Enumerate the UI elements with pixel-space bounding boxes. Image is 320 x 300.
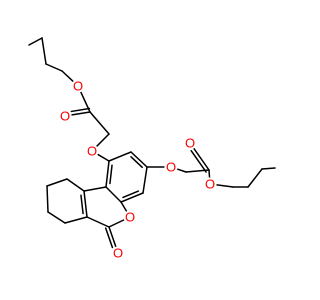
bond-A4-A5-second	[122, 190, 140, 199]
atom-o-ring: O	[123, 210, 137, 225]
bond-A6-A1-second	[109, 164, 113, 185]
atom-label: O	[73, 79, 83, 94]
bond-b7-b8	[261, 167, 276, 170]
bond-C2-Oes2	[208, 169, 211, 178]
atom-label: O	[185, 136, 195, 151]
bond-C3-C2r-second	[80, 194, 84, 215]
bond-C4-O4-second	[104, 227, 114, 249]
atom-o-carbonyl-top: O	[58, 109, 72, 124]
bond-Oet2-CH2b	[176, 168, 187, 173]
bond-Cb-Cc	[46, 185, 49, 213]
bond-b4-Oes1	[61, 70, 74, 82]
atom-label: O	[60, 109, 70, 124]
bond-C1-Oc1	[71, 111, 91, 116]
bond-Or-C4	[108, 219, 125, 228]
bond-A5-Or	[120, 201, 128, 212]
atom-label: O	[205, 177, 215, 192]
atom-o-ester-top: O	[71, 79, 85, 94]
atom-o-carbonyl-right: O	[183, 136, 197, 151]
bond-C2-Oc2-second	[190, 149, 207, 173]
bond-A2-A3	[130, 151, 148, 168]
atom-o-ether-top: O	[85, 144, 99, 159]
bond-Ca-Cb	[46, 178, 68, 187]
bond-C4-C3	[86, 216, 110, 228]
bond-b3-b4	[45, 63, 63, 72]
bond-C3-C2r	[83, 190, 88, 218]
bond-A5-A6	[105, 186, 122, 203]
bond-Cd-C3	[64, 216, 88, 224]
bond-A4-A5	[120, 192, 144, 203]
bond-A2-A3-second	[130, 156, 143, 169]
bond-Oes2-b5	[216, 184, 234, 188]
atom-label: O	[166, 160, 176, 175]
bond-A1-A2	[108, 151, 132, 162]
atom-o-ester-right: O	[203, 177, 217, 192]
bond-Cc-Cd	[47, 211, 66, 224]
atom-label: O	[125, 210, 135, 225]
atom-o-ether-right: O	[164, 160, 178, 175]
bond-C2r-A6	[83, 186, 107, 192]
bond-C2r-Ca	[66, 178, 85, 192]
bond-A6-A1	[105, 160, 110, 188]
bond-Oet1-A1	[97, 153, 110, 162]
bond-CH2a-Oet1	[96, 133, 110, 147]
bond-b1-b2	[28, 37, 43, 46]
bond-C4-O4	[108, 226, 117, 248]
atom-o-lactone-carbonyl: O	[111, 246, 125, 261]
bond-C2-Oc2	[193, 147, 210, 171]
bond-C1-CH2a	[89, 111, 110, 135]
bond-A3-A4	[142, 166, 148, 194]
bond-C1-Oc1-second	[70, 107, 91, 113]
bond-b2-b3	[41, 37, 47, 65]
atom-label: O	[87, 144, 97, 159]
bond-b6-b7	[247, 168, 263, 188]
atom-label: O	[113, 246, 123, 261]
